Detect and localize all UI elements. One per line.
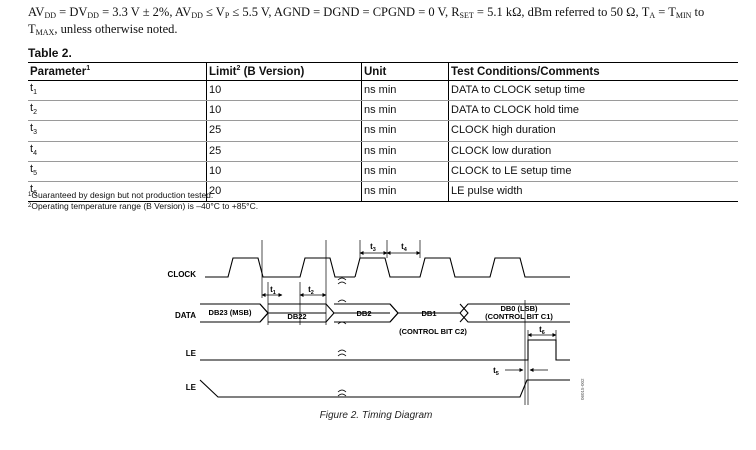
conditions-line-2: TMAX, unless otherwise noted.: [28, 22, 178, 37]
comment-cell: DATA to CLOCK hold time: [448, 100, 738, 122]
header-test-conditions: Test Conditions/Comments: [448, 62, 738, 81]
comment-cell: LE pulse width: [448, 181, 738, 203]
bus-label-db1: DB1: [421, 309, 436, 318]
comment-cell: CLOCK low duration: [448, 141, 738, 162]
unit-cell: ns min: [361, 161, 449, 182]
unit-cell: ns min: [361, 120, 449, 142]
unit-cell: ns min: [361, 181, 449, 203]
le-waveform-1: [200, 339, 570, 361]
header-unit: Unit: [361, 62, 449, 81]
bus-label-control-c2: (CONTROL BIT C2): [399, 327, 467, 336]
limit-cell: 25: [206, 141, 362, 162]
conditions-line-1: AVDD = DVDD = 3.3 V ± 2%, AVDD ≤ VP ≤ 5.…: [28, 5, 705, 20]
param-cell: t3: [28, 120, 207, 142]
unit-cell: ns min: [361, 80, 449, 102]
comment-cell: CLOCK high duration: [448, 120, 738, 142]
table-footnotes: 1Guaranteed by design but not production…: [28, 190, 258, 211]
limit-cell: 20: [206, 181, 362, 203]
timing-label-t3: t3: [370, 242, 376, 253]
clock-waveform-2: [354, 257, 570, 278]
param-cell: t2: [28, 100, 207, 122]
unit-cell: ns min: [361, 141, 449, 162]
timing-label-t6: t6: [539, 325, 545, 336]
clock-waveform: [205, 257, 355, 278]
limit-cell: 10: [206, 100, 362, 122]
table-caption: Table 2.: [28, 46, 72, 60]
limit-cell: 25: [206, 120, 362, 142]
timing-label-t5: t5: [493, 366, 499, 377]
bus-label-db23: DB23 (MSB): [209, 308, 252, 317]
intro-conditions: AVDD = DVDD = 3.3 V ± 2%, AVDD ≤ VP ≤ 5.…: [28, 4, 738, 38]
timing-spec-table: Parameter1 Limit2 (B Version) Unit Test …: [28, 62, 738, 203]
signal-label-data: DATA: [175, 311, 196, 320]
param-cell: t4: [28, 141, 207, 162]
limit-cell: 10: [206, 161, 362, 182]
param-cell: t5: [28, 161, 207, 182]
comment-cell: DATA to CLOCK setup time: [448, 80, 738, 102]
timing-label-t4: t4: [401, 242, 408, 253]
limit-cell: 10: [206, 80, 362, 102]
signal-label-clock: CLOCK: [168, 270, 197, 279]
le-waveform-2: [199, 379, 570, 398]
param-cell: t6: [28, 181, 207, 203]
figure-caption: Figure 2. Timing Diagram: [320, 410, 433, 421]
header-parameter: Parameter1: [28, 62, 207, 81]
unit-cell: ns min: [361, 100, 449, 122]
figure-code: 06015-002: [580, 378, 585, 400]
timing-label-t2: t2: [308, 285, 314, 296]
timing-label-t1: t1: [270, 285, 276, 296]
bus-label-control-c1: (CONTROL BIT C1): [485, 312, 553, 321]
param-cell: t1: [28, 80, 207, 102]
header-limit: Limit2 (B Version): [206, 62, 362, 81]
footnote-1: 1Guaranteed by design but not production…: [28, 190, 214, 200]
bus-label-db2: DB2: [356, 309, 371, 318]
footnote-2: 2Operating temperature range (B Version)…: [28, 200, 259, 211]
signal-label-le-2: LE: [186, 383, 197, 392]
signal-label-le-1: LE: [186, 349, 197, 358]
bus-label-db22: DB22: [287, 312, 306, 321]
table-header-row: Parameter1 Limit2 (B Version) Unit Test …: [28, 62, 738, 81]
bus-label-db0: DB0 (LSB): [500, 304, 538, 313]
comment-cell: CLOCK to LE setup time: [448, 161, 738, 182]
